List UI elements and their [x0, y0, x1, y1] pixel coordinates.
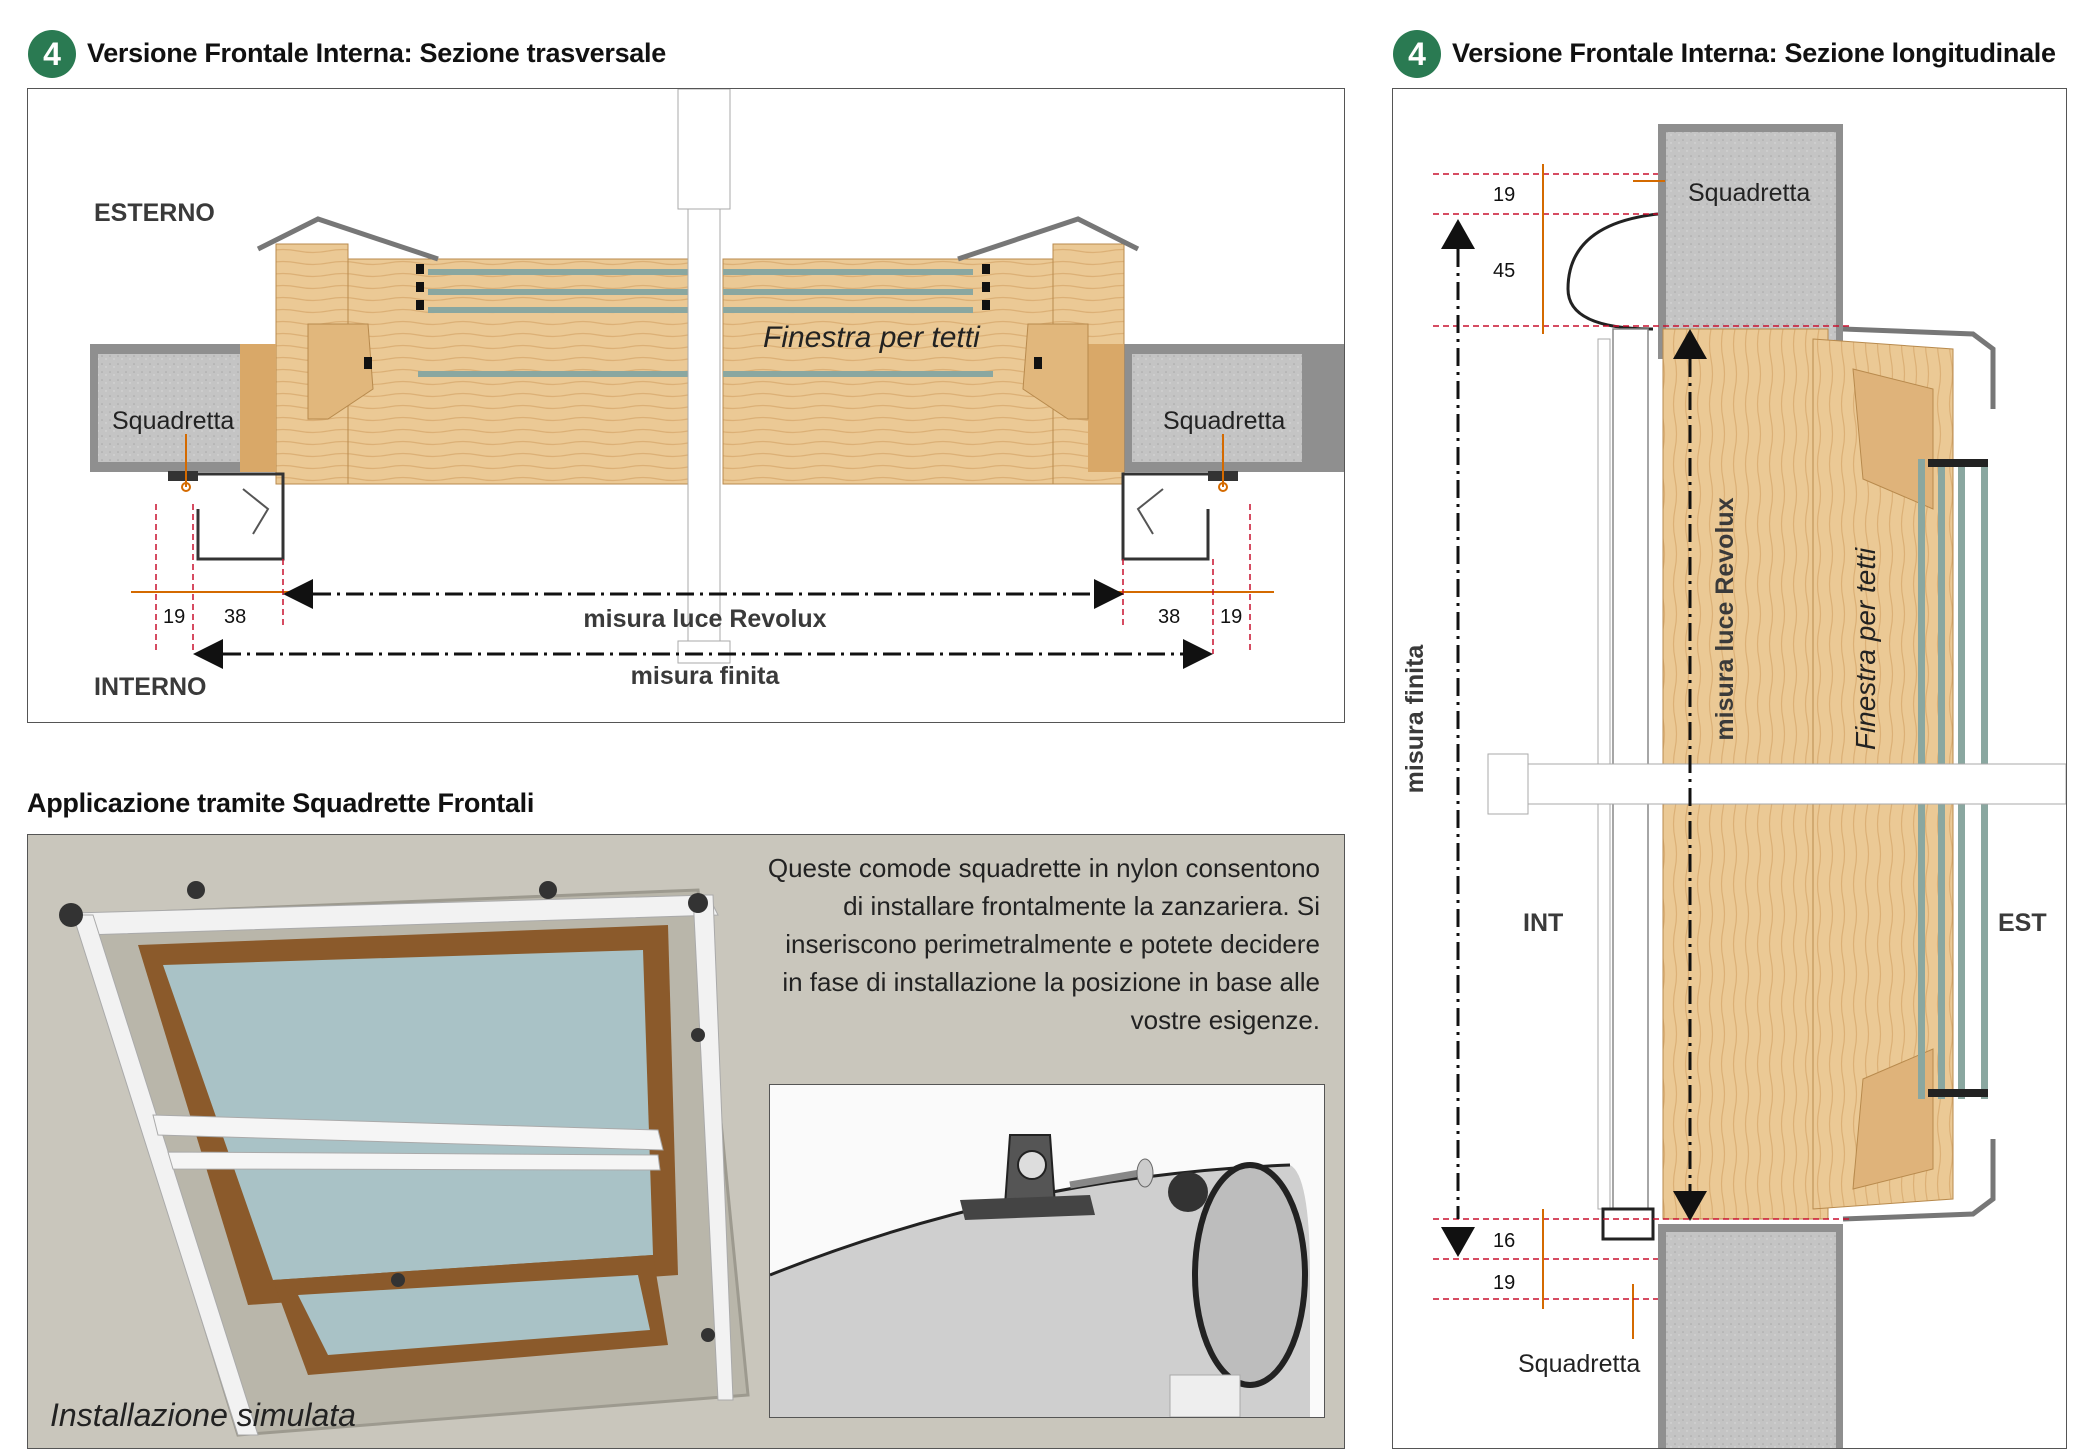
application-description: Queste comode squadrette in nylon consen…	[767, 853, 1320, 1035]
cross-section-svg: ESTERNO INTERNO Squadretta Squadretta Fi…	[90, 89, 1344, 701]
dim-19-left: 19	[163, 606, 185, 628]
longitudinal-section-svg: Squadretta Squadretta INT EST 19 45 16 1…	[1401, 124, 2066, 1448]
window-label: Finestra per tetti	[763, 321, 981, 354]
window-label-long: Finestra per tetti	[1850, 547, 1881, 750]
application-title: Applicazione tramite Squadrette Frontali	[27, 788, 535, 818]
section-title-right: Versione Frontale Interna: Sezione longi…	[1452, 38, 2056, 68]
bracket-label-left: Squadretta	[112, 407, 234, 435]
bracket-label-right: Squadretta	[1163, 407, 1285, 435]
section-break-long	[1487, 753, 1529, 815]
photo-caption: Installazione simulata	[50, 1397, 356, 1433]
int-label: INT	[1523, 909, 1563, 937]
dim-38-right: 38	[1158, 606, 1180, 628]
bracket-label-top: Squadretta	[1688, 179, 1810, 207]
dim-19-top: 19	[1493, 184, 1515, 206]
finita-label: misura finita	[631, 662, 781, 690]
section-title: Versione Frontale Interna: Sezione trasv…	[87, 38, 666, 68]
luce-label-long: misura luce Revolux	[1711, 497, 1739, 740]
roller-cassette	[1566, 212, 1659, 331]
finita-label-long: misura finita	[1401, 644, 1429, 794]
screen-profile-right	[1121, 472, 1213, 561]
bracket-label-bottom: Squadretta	[1518, 1350, 1640, 1378]
luce-label: misura luce Revolux	[583, 605, 826, 633]
section-break	[677, 89, 731, 210]
screen-profile-left	[193, 472, 285, 561]
glass-pane	[428, 269, 688, 275]
bracket-detail-svg	[769, 1134, 1310, 1418]
dim-16-bottom: 16	[1493, 1230, 1515, 1252]
est-label: EST	[1998, 909, 2047, 937]
dim-19-right: 19	[1220, 606, 1242, 628]
dim-19-bottom: 19	[1493, 1272, 1515, 1294]
interior-label: INTERNO	[94, 673, 207, 701]
dim-38-left: 38	[224, 606, 246, 628]
longitudinal-section-diagram: Squadretta Squadretta INT EST 19 45 16 1…	[1392, 88, 2067, 1449]
section-number-badge: 4	[28, 30, 76, 78]
bracket-detail-inset	[769, 1084, 1325, 1418]
section-number-badge-right: 4	[1393, 30, 1441, 78]
installation-photo: Queste comode squadrette in nylon consen…	[27, 834, 1345, 1449]
cross-section-diagram: ESTERNO INTERNO Squadretta Squadretta Fi…	[27, 88, 1345, 723]
exterior-label: ESTERNO	[94, 199, 215, 227]
bottom-profile	[1601, 1207, 1655, 1241]
dim-45-top: 45	[1493, 260, 1515, 282]
